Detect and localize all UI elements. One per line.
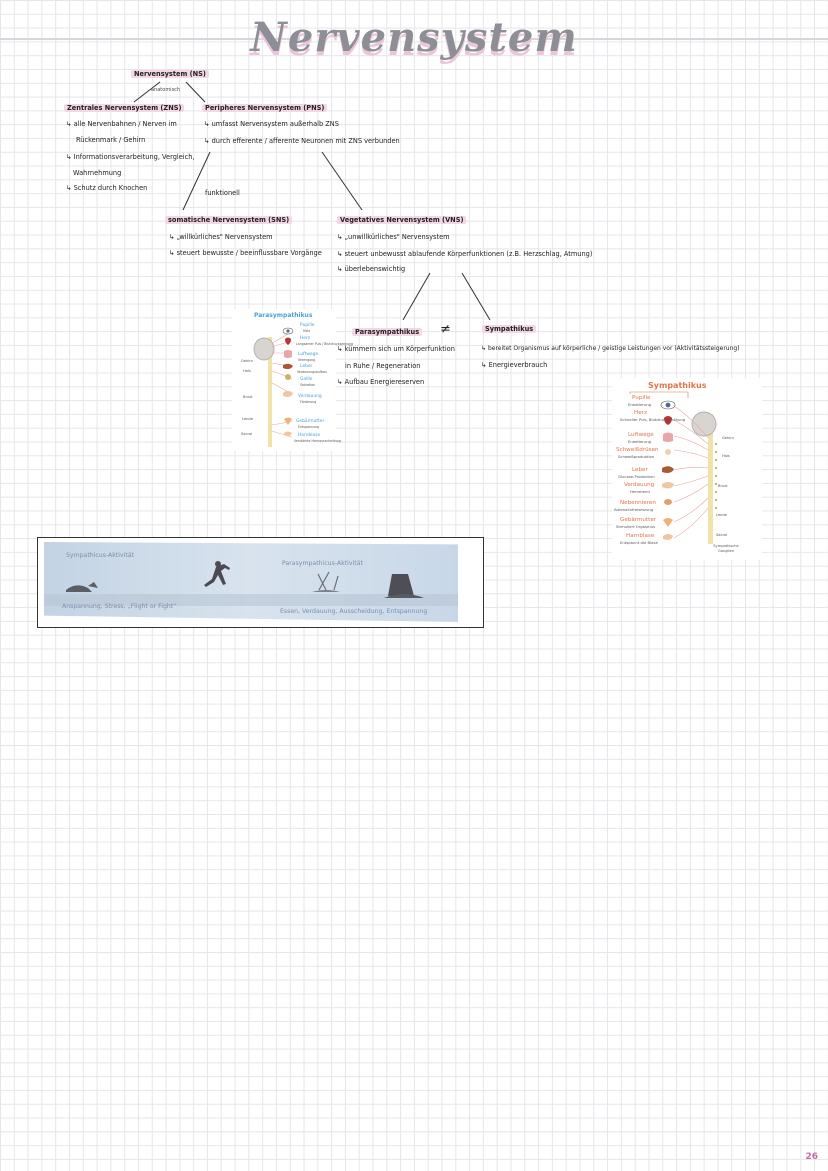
pns-item: ↳ umfasst Nervensystem außerhalb ZNS	[204, 120, 339, 128]
vns-node: Vegetatives Nervensystem (VNS)	[337, 216, 467, 224]
zns-item: Wahrnehmung	[73, 169, 122, 177]
para-item: ↳ Aufbau Energiereserven	[337, 378, 425, 386]
pns-item: ↳ durch efferente / afferente Neuronen m…	[204, 137, 400, 145]
activity-silhouettes	[44, 561, 458, 606]
sym-node: Sympathikus	[482, 325, 537, 333]
root-note: anatomisch	[151, 87, 181, 93]
title-rule-right	[530, 38, 828, 40]
sym-nerve-drawing	[629, 391, 717, 544]
root-node: Nervensystem (NS)	[131, 70, 209, 78]
para-nerve-drawing	[253, 327, 294, 447]
sns-node: somatische Nervensystem (SNS)	[165, 216, 293, 224]
activity-photo-strip: Sympathicus-Aktivität Anspannung, Stress…	[37, 537, 484, 628]
zns-item: ↳ Informationsverarbeitung, Vergleich,	[66, 153, 195, 161]
vns-item: ↳ steuert unbewusst ablaufende Körperfun…	[337, 250, 593, 258]
vns-item: ↳ „unwillkürliches" Nervensystem	[337, 233, 450, 241]
title-rule-left	[0, 38, 300, 40]
sympathikus-figure: Sympathikus Pupille Erweiterung Herz Sch…	[612, 378, 762, 560]
parasympathikus-figure: Parasympathikus Pupille Hohl Herz Langsa…	[232, 309, 353, 451]
para-node: Parasympathikus	[352, 328, 423, 336]
activity-illustration: Sympathicus-Aktivität Anspannung, Stress…	[44, 542, 458, 622]
zns-item: Rückenmark / Gehirn	[76, 136, 146, 144]
pns-node: Peripheres Nervensystem (PNS)	[202, 104, 328, 112]
sym-item: ↳ Energieverbrauch	[481, 361, 548, 369]
sym-item: ↳ bereitet Organismus auf körperliche / …	[481, 345, 740, 352]
not-equal-sign: ≠	[440, 322, 451, 337]
sns-item: ↳ „willkürliches" Nervensystem	[169, 233, 273, 241]
zns-item: ↳ Schutz durch Knochen	[66, 184, 148, 192]
para-item: in Ruhe / Regeneration	[345, 362, 421, 370]
title-area: Nervensystem	[0, 14, 828, 64]
page-number: 26	[805, 1152, 818, 1162]
page-title: Nervensystem	[250, 14, 578, 61]
vns-item: ↳ überlebenswichtig	[337, 265, 406, 273]
zns-node: Zentrales Nervensystem (ZNS)	[64, 104, 185, 112]
functional-note: funktionell	[205, 189, 240, 197]
sns-item: ↳ steuert bewusste / beeinflussbare Vorg…	[169, 249, 322, 257]
zns-item: ↳ alle Nervenbahnen / Nerven im	[66, 120, 177, 128]
para-item: ↳ kümmern sich um Körperfunktion	[337, 345, 455, 353]
